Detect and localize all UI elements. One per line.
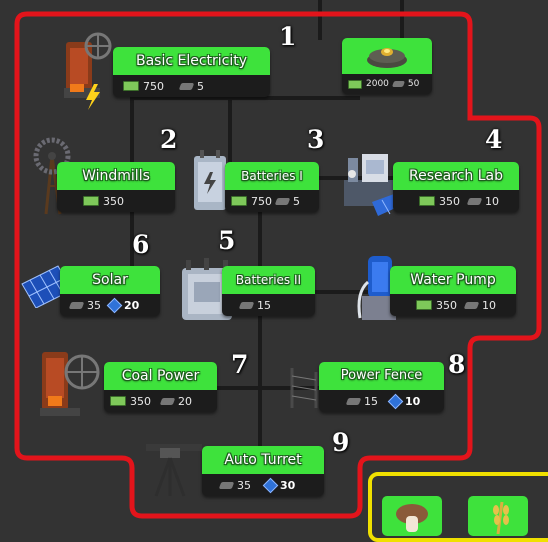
gem-icon xyxy=(262,477,279,493)
cost-cash: 350 xyxy=(439,194,460,208)
cost-metal: 20 xyxy=(178,394,192,408)
wheat-item-card[interactable] xyxy=(468,496,528,536)
coal-power-card[interactable]: Coal Power 350 20 xyxy=(104,362,217,412)
batteries-1-label: Batteries I xyxy=(225,162,319,190)
gem-icon xyxy=(387,393,404,409)
cash-icon xyxy=(419,196,435,206)
cost-metal: 15 xyxy=(257,298,271,312)
cost-gems: 30 xyxy=(280,478,296,492)
cost-cash: 750 xyxy=(143,79,164,93)
cost-metal: 35 xyxy=(237,478,251,492)
annotation-6: 6 xyxy=(132,230,150,259)
cost-cash: 750 xyxy=(251,194,272,208)
cost-gems: 20 xyxy=(124,298,140,312)
battery-pack-icon xyxy=(178,258,236,328)
metal-icon xyxy=(68,301,85,309)
generator-icon xyxy=(58,28,118,114)
highlight-outline xyxy=(14,11,542,519)
research-lab-card[interactable]: Research Lab 350 10 xyxy=(393,162,519,212)
basic-electricity-card[interactable]: Basic Electricity 750 5 xyxy=(113,47,270,97)
cost-cash: 2000 xyxy=(366,79,389,89)
cost-cash: 350 xyxy=(103,194,124,208)
cost-metal: 5 xyxy=(293,194,300,208)
metal-icon xyxy=(466,197,483,205)
cost-metal: 10 xyxy=(485,194,499,208)
metal-icon xyxy=(218,481,235,489)
auto-turret-card[interactable]: Auto Turret 35 30 xyxy=(202,446,324,496)
cost-cash: 350 xyxy=(130,394,151,408)
power-fence-icon xyxy=(284,362,324,414)
research-lab-label: Research Lab xyxy=(393,162,519,190)
metal-icon xyxy=(238,301,255,309)
power-fence-label: Power Fence xyxy=(319,362,444,390)
cost-metal: 5 xyxy=(197,79,204,93)
annotation-3: 3 xyxy=(307,125,325,154)
cash-icon xyxy=(231,196,247,206)
annotation-7: 7 xyxy=(231,350,249,379)
water-pump-card[interactable]: Water Pump 350 10 xyxy=(390,266,516,316)
connector xyxy=(228,80,232,180)
cost-metal: 10 xyxy=(482,298,496,312)
gem-icon xyxy=(106,297,123,313)
auto-turret-label: Auto Turret xyxy=(202,446,324,474)
coal-generator-icon xyxy=(36,344,102,424)
metal-icon xyxy=(159,397,176,405)
cost-metal: 35 xyxy=(87,298,101,312)
annotation-8: 8 xyxy=(448,350,466,379)
locked-item-card[interactable]: 2000 50 xyxy=(342,38,432,94)
connector xyxy=(318,0,322,40)
landmine-icon xyxy=(342,38,432,74)
connector xyxy=(215,386,320,390)
metal-icon xyxy=(391,81,405,87)
annotation-1: 1 xyxy=(279,22,297,51)
connector xyxy=(130,198,134,278)
metal-icon xyxy=(345,397,362,405)
connector xyxy=(130,96,360,100)
coal-power-label: Coal Power xyxy=(104,362,217,390)
cash-icon xyxy=(123,81,139,91)
cost-metal: 15 xyxy=(364,394,378,408)
cash-icon xyxy=(348,79,362,89)
metal-icon xyxy=(463,301,480,309)
cost-cash: 350 xyxy=(436,298,457,312)
water-pump-label: Water Pump xyxy=(390,266,516,294)
annotation-5: 5 xyxy=(218,226,236,255)
wheat-icon xyxy=(493,501,509,535)
connector xyxy=(400,0,404,40)
mushroom-icon xyxy=(396,504,428,532)
cash-icon xyxy=(416,300,432,310)
cash-icon xyxy=(110,396,126,406)
batteries-2-card[interactable]: Batteries II 15 xyxy=(222,266,315,316)
annotation-2: 2 xyxy=(160,125,178,154)
connector xyxy=(130,80,134,200)
solar-label: Solar xyxy=(60,266,160,294)
annotation-9: 9 xyxy=(332,428,350,457)
solar-card[interactable]: Solar 35 20 xyxy=(60,266,160,316)
batteries-1-card[interactable]: Batteries I 750 5 xyxy=(225,162,319,212)
cost-gems: 10 xyxy=(405,394,421,408)
batteries-2-label: Batteries II xyxy=(222,266,315,294)
connector xyxy=(258,210,262,480)
auto-turret-icon xyxy=(140,436,206,504)
annotation-4: 4 xyxy=(485,125,503,154)
mushroom-item-card[interactable] xyxy=(382,496,442,536)
metal-icon xyxy=(274,197,291,205)
windmills-card[interactable]: Windmills 350 xyxy=(57,162,175,212)
battery-icon xyxy=(190,148,230,218)
basic-electricity-label: Basic Electricity xyxy=(113,47,270,75)
windmills-label: Windmills xyxy=(57,162,175,190)
metal-icon xyxy=(178,82,195,90)
cash-icon xyxy=(83,196,99,206)
cost-metal: 50 xyxy=(407,79,420,89)
power-fence-card[interactable]: Power Fence 15 10 xyxy=(319,362,444,412)
